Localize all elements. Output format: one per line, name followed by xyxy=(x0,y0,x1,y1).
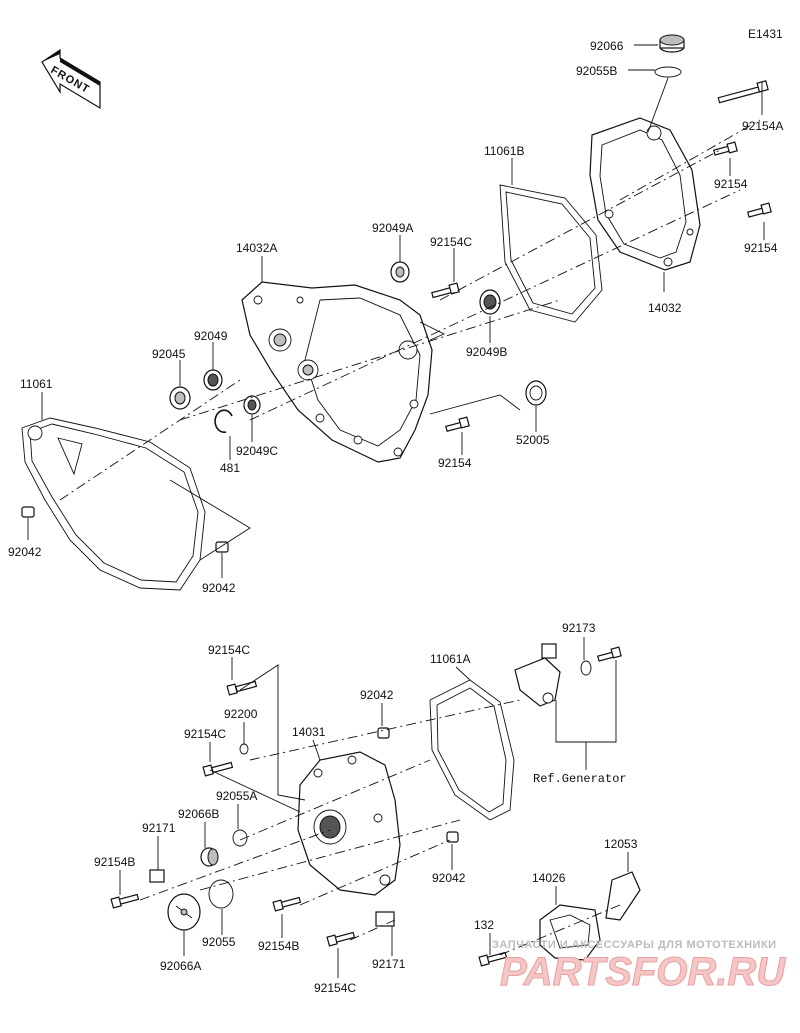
label-92055: 92055 xyxy=(202,935,236,949)
o-ring-92055A xyxy=(232,829,248,847)
label-481: 481 xyxy=(220,461,240,475)
gasket-11061A xyxy=(429,679,515,821)
clutch-cover-14032 xyxy=(589,117,701,271)
seal-92049 xyxy=(203,369,223,391)
bolt-92154-r2 xyxy=(747,202,772,218)
bracket-12053 xyxy=(605,871,641,921)
label-92066: 92066 xyxy=(590,39,624,53)
washer-92173 xyxy=(580,660,592,676)
bolt-92154A xyxy=(717,80,769,104)
label-92154C-1: 92154C xyxy=(208,643,250,657)
guide-14026 xyxy=(539,904,601,961)
label-12053: 12053 xyxy=(604,837,638,851)
bolt-92173 xyxy=(597,646,622,662)
label-92049: 92049 xyxy=(194,329,228,343)
label-92154A: 92154A xyxy=(742,119,783,133)
label-92066B: 92066B xyxy=(178,807,219,821)
label-92154C-2: 92154C xyxy=(184,727,226,741)
label-92173: 92173 xyxy=(562,621,596,635)
bolt-92154C-2 xyxy=(202,761,234,777)
label-92154-r1: 92154 xyxy=(714,177,748,191)
label-14026: 14026 xyxy=(532,871,566,885)
label-14032A: 14032A xyxy=(236,241,277,255)
label-92171-r: 92171 xyxy=(372,957,406,971)
oil-cap-92066 xyxy=(659,34,685,53)
figure-code: E1431 xyxy=(748,27,783,41)
generator-sensor xyxy=(514,643,561,707)
label-92042-b1: 92042 xyxy=(360,688,394,702)
seal-52005 xyxy=(525,380,547,406)
seal-92049A xyxy=(390,261,410,283)
plug-92066B xyxy=(200,847,219,867)
label-11061: 11061 xyxy=(20,377,53,391)
label-14032: 14032 xyxy=(648,301,682,315)
label-92049A: 92049A xyxy=(372,221,413,235)
dowel-92042-b2 xyxy=(446,831,459,843)
seal-92049C xyxy=(243,395,261,415)
label-92154C-3: 92154C xyxy=(314,981,356,995)
leader-lines xyxy=(27,44,765,978)
label-11061A: 11061A xyxy=(430,652,470,666)
label-92066A: 92066A xyxy=(160,959,201,973)
bolt-92154C-top xyxy=(431,282,460,299)
label-92154C-top: 92154C xyxy=(430,235,472,249)
bearing-92045 xyxy=(169,386,191,410)
label-92055B: 92055B xyxy=(576,64,617,78)
label-92154-r2: 92154 xyxy=(744,241,778,255)
bolt-132 xyxy=(478,951,508,967)
label-132: 132 xyxy=(474,918,494,932)
cap-92066A xyxy=(167,893,201,931)
dowel-92042-l xyxy=(21,506,35,518)
watermark: ЗАПЧАСТИ И АКСЕССУАРЫ ДЛЯ МОТОТЕХНИКИ PA… xyxy=(492,939,787,995)
o-ring-92055B xyxy=(654,66,682,78)
o-ring-92055 xyxy=(208,879,234,909)
label-92154-mid: 92154 xyxy=(438,456,472,470)
label-92055A: 92055A xyxy=(216,789,257,803)
label-92049C: 92049C xyxy=(236,444,278,458)
bolt-92154B-l xyxy=(110,893,140,909)
label-92045: 92045 xyxy=(152,347,186,361)
clamp-92171-l xyxy=(149,869,165,883)
crankcase-cover-14032A xyxy=(241,281,433,463)
label-11061B: 11061B xyxy=(484,144,524,158)
label-14031: 14031 xyxy=(292,725,326,739)
generator-cover-14031 xyxy=(297,751,401,896)
bolt-92154-mid xyxy=(445,416,470,432)
bolt-92154C-3 xyxy=(326,931,356,947)
watermark-top-text: ЗАПЧАСТИ И АКСЕССУАРЫ ДЛЯ МОТОТЕХНИКИ xyxy=(492,939,777,951)
label-92049B: 92049B xyxy=(466,345,507,359)
seal-92049B xyxy=(479,289,501,315)
circlip-481 xyxy=(214,409,233,434)
bolt-92154-r1 xyxy=(713,141,738,156)
clamp-92171-r xyxy=(375,911,395,927)
label-92042-l: 92042 xyxy=(8,545,42,559)
label-92171-l: 92171 xyxy=(142,821,176,835)
label-92154B-m: 92154B xyxy=(258,939,299,953)
label-92042-b2: 92042 xyxy=(432,871,466,885)
ref-generator-label: Ref.Generator xyxy=(533,772,627,786)
bolt-92154B-m xyxy=(272,896,302,912)
label-92200: 92200 xyxy=(224,707,258,721)
front-arrow-icon: FRONT xyxy=(41,48,101,110)
label-92154B-l: 92154B xyxy=(94,855,135,869)
gasket-11061 xyxy=(21,417,206,591)
watermark-logo: PARTSFOR.RU xyxy=(500,950,786,994)
label-92042-m: 92042 xyxy=(202,581,236,595)
o-ring-92200 xyxy=(239,743,249,755)
bolt-92154C-1 xyxy=(226,680,258,696)
label-52005: 52005 xyxy=(516,433,550,447)
